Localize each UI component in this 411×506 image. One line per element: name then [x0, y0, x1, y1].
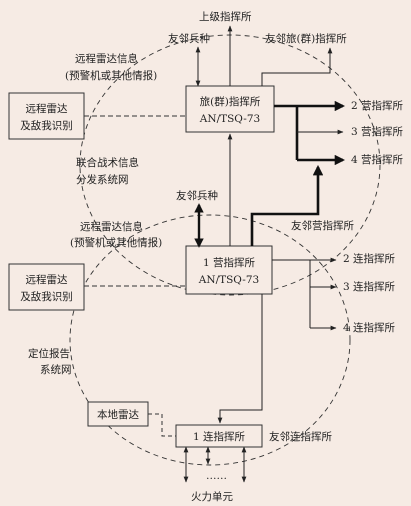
remote-info-mid-line2: (预警机或其他情报) — [70, 236, 162, 249]
company-cp-label: 1 连指挥所 — [193, 430, 246, 443]
remote-radar-top-line1: 远程雷达 — [26, 103, 68, 115]
local-radar-box — [87, 401, 149, 427]
remote-radar-mid-line2: 及敌我识别 — [20, 290, 73, 303]
friendly-arms-top-label: 友邻兵种 — [168, 32, 210, 45]
link-brigade-friendly-brigade — [261, 47, 333, 86]
battalion-cp-box — [185, 245, 273, 295]
brigade-cp-box — [185, 85, 275, 133]
superior-cp-label: 上级指挥所 — [199, 10, 252, 23]
remote-info-top-line1: 远程雷达信息 — [75, 52, 138, 65]
co2-cp-label: 2 连指挥所 — [343, 252, 396, 265]
link-local-radar-company — [148, 413, 176, 437]
remote-radar-box-top — [8, 92, 85, 140]
friendly-co-cp-label: 友邻连指挥所 — [269, 430, 332, 443]
bn3-cp-label: 3 营指挥所 — [351, 125, 404, 138]
remote-info-top-line2: (预警机或其他情报) — [65, 69, 157, 82]
link-battalion-company — [217, 294, 263, 424]
remote-radar-box-mid — [8, 263, 85, 311]
local-radar-label: 本地雷达 — [97, 408, 139, 421]
ellipsis-label: …… — [206, 470, 227, 482]
bn4-cp-label: 4 营指挥所 — [351, 153, 404, 166]
co4-cp-label: 4 连指挥所 — [343, 321, 396, 334]
plrs-line2: 系统网 — [40, 363, 72, 376]
remote-radar-top-line2: 及敌我识别 — [20, 119, 73, 132]
plrs-line1: 定位报告 — [28, 347, 70, 360]
brigade-cp-line1: 旅(群)指挥所 — [200, 95, 261, 108]
position-report-network-circle — [69, 214, 351, 466]
battalion-cp-line2: AN/TSQ-73 — [198, 274, 259, 286]
friendly-brigade-cp-label: 友邻旅(群)指挥所 — [265, 32, 347, 45]
brigade-cp-line2: AN/TSQ-73 — [199, 113, 260, 125]
fire-units-label: 火力单元 — [191, 490, 233, 503]
friendly-arms-mid-label: 友邻兵种 — [176, 189, 218, 202]
remote-info-mid-line1: 远程雷达信息 — [80, 220, 143, 233]
friendly-bn-cp-label: 友邻营指挥所 — [291, 219, 354, 232]
remote-radar-mid-line1: 远程雷达 — [26, 274, 68, 286]
bn2-cp-label: 2 营指挥所 — [351, 99, 404, 112]
joint-net-line2: 分发系统网 — [76, 173, 129, 186]
link-battalion-brigade-thick — [250, 164, 324, 246]
joint-net-line1: 联合战术信息 — [76, 156, 139, 169]
battalion-cp-line1: 1 营指挥所 — [203, 256, 256, 269]
co3-cp-label: 3 连指挥所 — [343, 280, 396, 293]
